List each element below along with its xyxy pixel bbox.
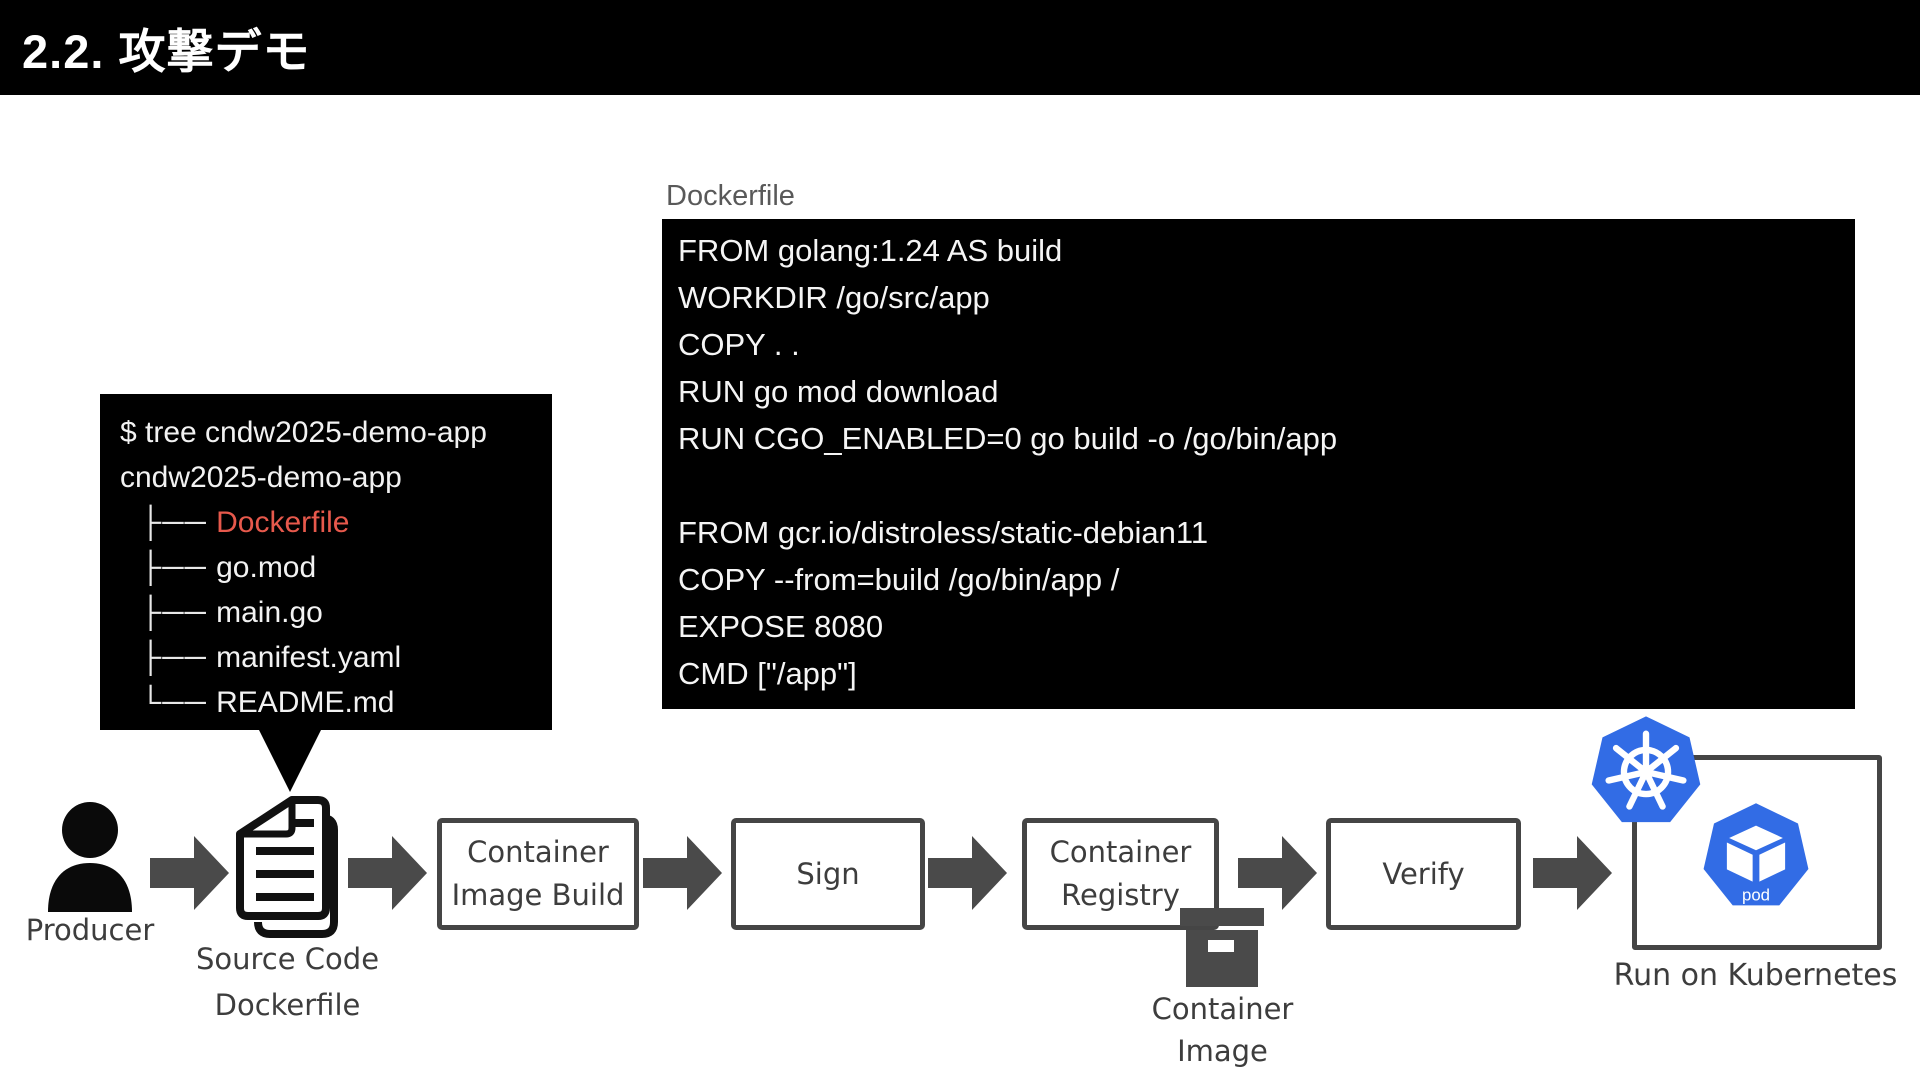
step-box-container-image-build: Container Image Build [437, 818, 639, 930]
step-label-line: Container [1049, 835, 1192, 869]
step-label-line: Registry [1061, 878, 1180, 912]
tree-entry-name: README.md [216, 686, 395, 719]
tree-terminal-bubble: $ tree cndw2025-demo-app cndw2025-demo-a… [100, 394, 552, 730]
step-box-verify: Verify [1326, 818, 1521, 930]
kubernetes-logo-icon [1591, 716, 1701, 823]
code-line: RUN CGO_ENABLED=0 go build -o /go/bin/ap… [678, 421, 1338, 456]
code-line: CMD ["/app"] [678, 656, 857, 691]
step-box-sign: Sign [731, 818, 925, 930]
producer-label: Producer [25, 913, 155, 947]
tree-entry-name: manifest.yaml [216, 641, 402, 674]
step-label-line: Container [467, 835, 609, 869]
code-line: WORKDIR /go/src/app [678, 280, 990, 315]
source-code-label: Source Code [195, 942, 380, 976]
step-box-container-registry: Container Registry [1022, 818, 1219, 930]
tree-entry-name: main.go [216, 596, 323, 629]
archive-box-icon [1180, 908, 1264, 987]
tree-entry: ├── manifest.yaml [120, 635, 552, 680]
tree-entry: └── README.md [120, 680, 552, 725]
arrow-right-icon [1238, 836, 1317, 910]
container-image-label: Image [1177, 1034, 1268, 1068]
arrow-right-icon [643, 836, 722, 910]
arrow-right-icon [150, 836, 229, 910]
tree-entry: ├── main.go [120, 590, 552, 635]
tree-branch-glyph: ├── [140, 506, 217, 539]
code-line [678, 462, 1839, 509]
step-label-line: Verify [1382, 856, 1465, 891]
tree-entry-name: go.mod [216, 551, 317, 584]
tree-entry: ├── Dockerfile [120, 500, 552, 545]
arrow-right-icon [348, 836, 427, 910]
code-line: RUN go mod download [678, 374, 999, 409]
pod-label: pod [1742, 886, 1770, 905]
speech-bubble-tail [258, 728, 322, 792]
producer-person-icon [48, 802, 132, 912]
arrow-right-icon [1533, 836, 1612, 910]
tree-entry-name: Dockerfile [216, 506, 350, 539]
step-label-line: Image Build [451, 878, 625, 912]
source-dockerfile-label: Dockerfile [214, 988, 361, 1022]
code-line: COPY --from=build /go/bin/app / [678, 562, 1120, 597]
slide-header: 2.2. 攻撃デモ [0, 0, 1920, 95]
step-label-line: Sign [796, 856, 860, 891]
dockerfile-code-block: FROM golang:1.24 AS build WORKDIR /go/sr… [662, 219, 1855, 709]
code-line: EXPOSE 8080 [678, 609, 884, 644]
pod-icon: pod [1703, 803, 1809, 906]
dockerfile-label: Dockerfile [666, 180, 795, 212]
source-code-document-icon [236, 796, 338, 938]
run-on-kubernetes-label: Run on Kubernetes [1613, 958, 1898, 993]
tree-entry: ├── go.mod [120, 545, 552, 590]
tree-branch-glyph: ├── [140, 596, 217, 629]
tree-branch-glyph: ├── [140, 551, 217, 584]
code-line: FROM golang:1.24 AS build [678, 233, 1063, 268]
arrow-right-icon [928, 836, 1007, 910]
code-line: COPY . . [678, 327, 800, 362]
code-line: FROM gcr.io/distroless/static-debian11 [678, 515, 1209, 550]
container-image-label: Container [1151, 992, 1294, 1026]
tree-branch-glyph: ├── [140, 641, 217, 674]
slide-title: 2.2. 攻撃デモ [22, 25, 311, 78]
tree-root-line: cndw2025-demo-app [120, 461, 402, 494]
tree-branch-glyph: └── [140, 686, 217, 719]
tree-command-line: $ tree cndw2025-demo-app [120, 416, 487, 449]
